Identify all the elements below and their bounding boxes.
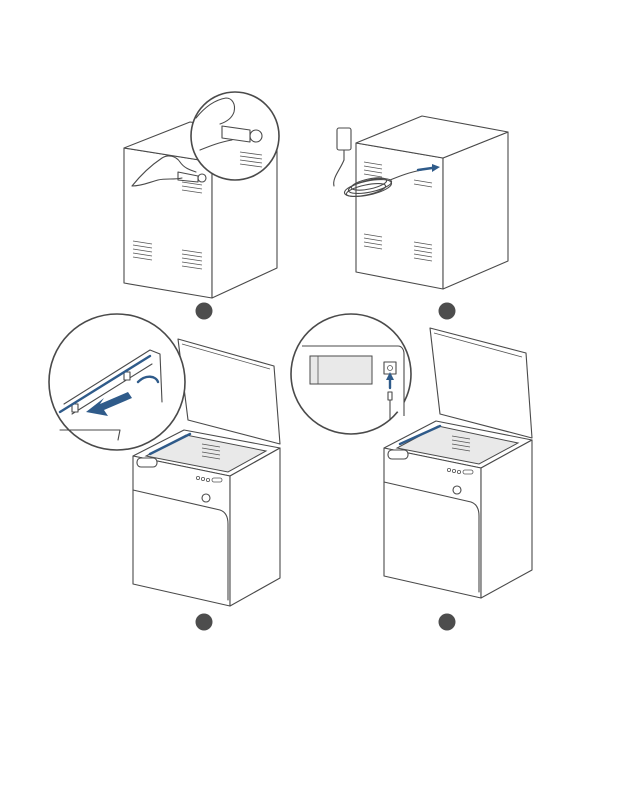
step-dot-icon bbox=[439, 303, 456, 320]
magnifier-icon bbox=[191, 92, 279, 180]
magnifier-icon bbox=[49, 314, 185, 450]
power-adapter-icon bbox=[334, 128, 351, 186]
step-dot-icon bbox=[196, 303, 213, 320]
cabinet-back-view bbox=[356, 116, 508, 289]
panel-3 bbox=[49, 314, 280, 631]
panel-4 bbox=[291, 314, 532, 631]
panel-2 bbox=[334, 116, 508, 320]
panel-1 bbox=[124, 92, 279, 320]
magnifier-icon bbox=[291, 314, 411, 434]
step-dot-icon bbox=[439, 614, 456, 631]
step-dot-icon bbox=[196, 614, 213, 631]
